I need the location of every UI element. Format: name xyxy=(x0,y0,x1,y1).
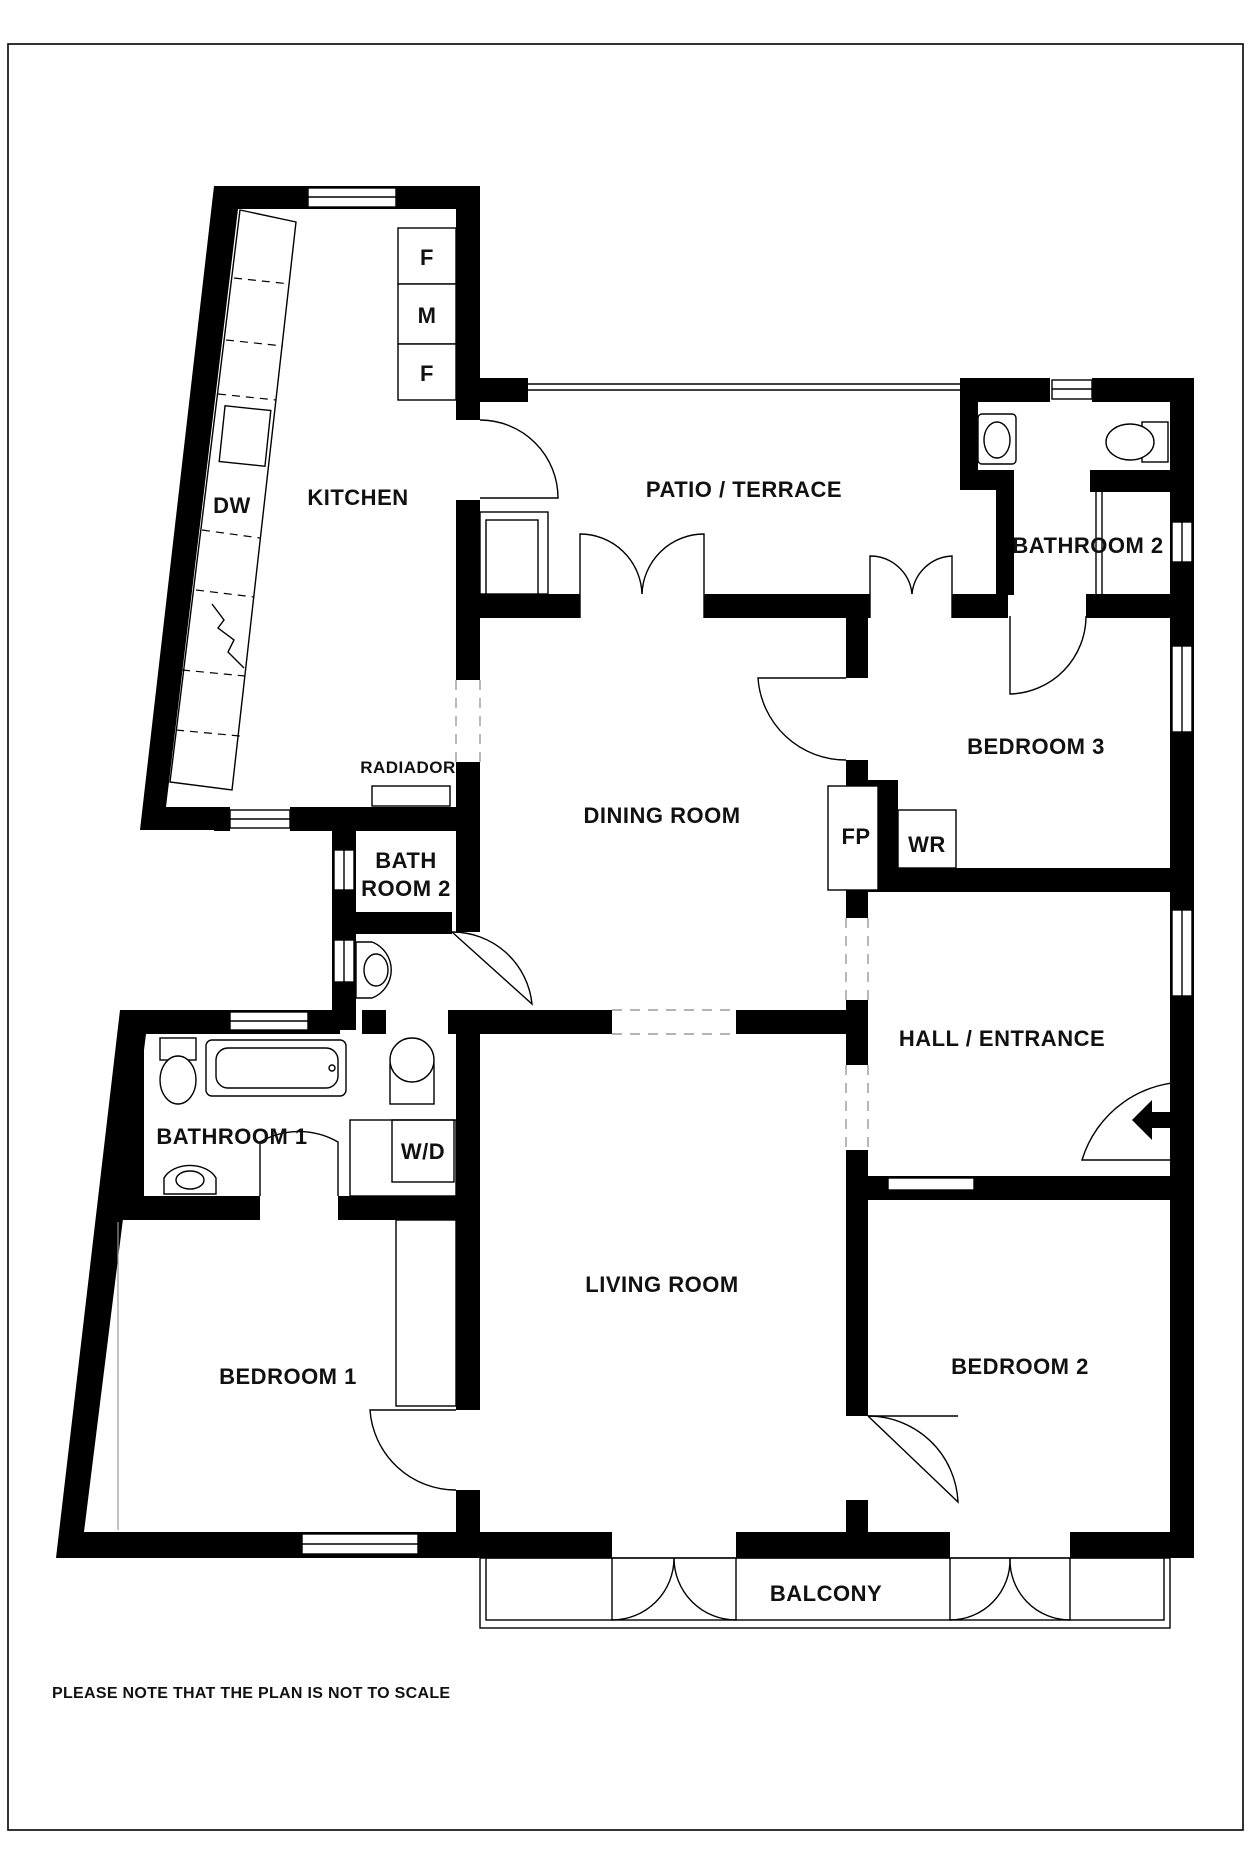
label-bedroom3: BEDROOM 3 xyxy=(967,734,1105,759)
bathtub-icon xyxy=(205,1039,347,1097)
toilet-icon xyxy=(389,1037,435,1083)
walls xyxy=(56,186,1194,1558)
label-balcony: BALCONY xyxy=(770,1581,882,1606)
openings xyxy=(455,383,1171,1629)
label-radiator: RADIADOR xyxy=(360,758,456,777)
label-fireplace: FP xyxy=(841,824,870,849)
bedroom1-wardrobe xyxy=(395,1219,457,1407)
kitchen-sink xyxy=(218,404,272,468)
label-fridge-top: F xyxy=(420,245,434,270)
page-frame xyxy=(7,43,1244,1831)
label-wardrobe: WR xyxy=(908,832,946,857)
label-washer-dryer: W/D xyxy=(401,1139,445,1164)
label-bedroom1: BEDROOM 1 xyxy=(219,1364,357,1389)
label-living: LIVING ROOM xyxy=(585,1272,738,1297)
washer-dryer-box xyxy=(391,1119,455,1183)
label-kitchen: KITCHEN xyxy=(307,485,408,510)
kitchen-fixtures xyxy=(169,209,457,807)
labels: KITCHEN PATIO / TERRACE BATHROOM 2 BEDRO… xyxy=(52,245,1163,1702)
label-bathroom2-line1: BATH xyxy=(375,848,436,873)
kitchen-counter xyxy=(169,209,297,791)
label-bathroom1: BATHROOM 1 xyxy=(156,1124,307,1149)
washbasin-icon xyxy=(355,941,392,999)
radiator-unit xyxy=(371,785,451,807)
bath-fixtures xyxy=(117,413,1169,1530)
wardrobe-box xyxy=(897,809,957,869)
label-bedroom2: BEDROOM 2 xyxy=(951,1354,1089,1379)
label-microwave: M xyxy=(418,303,437,328)
label-fridge-bottom: F xyxy=(420,361,434,386)
label-bathroom2-upper: BATHROOM 2 xyxy=(1012,533,1163,558)
label-hall: HALL / ENTRANCE xyxy=(899,1026,1105,1051)
scale-note: PLEASE NOTE THAT THE PLAN IS NOT TO SCAL… xyxy=(52,1685,450,1702)
hob-zigzag-icon xyxy=(211,603,245,669)
label-bathroom2-line2: ROOM 2 xyxy=(361,876,451,901)
windows xyxy=(229,187,1193,1555)
label-dishwasher: DW xyxy=(213,493,251,518)
doors xyxy=(259,419,1193,1621)
label-patio: PATIO / TERRACE xyxy=(646,477,842,502)
fireplace-box xyxy=(827,785,879,891)
label-dining: DINING ROOM xyxy=(583,803,740,828)
washbasin-icon xyxy=(163,1164,217,1195)
entrance-arrow-icon xyxy=(1132,1100,1174,1140)
